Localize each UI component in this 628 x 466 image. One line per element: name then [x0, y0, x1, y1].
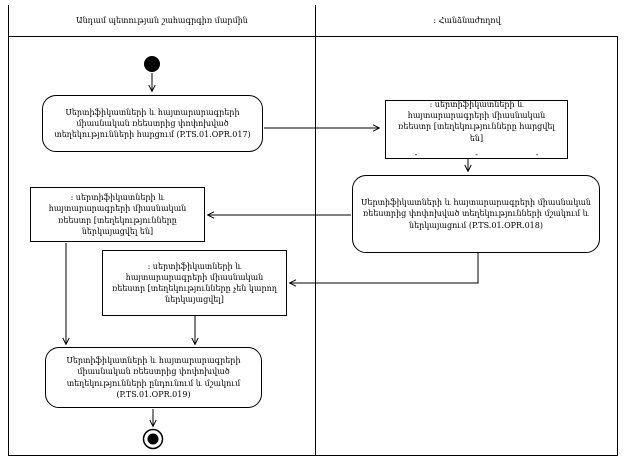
- swimlane-title: : Հանձնաժողով: [433, 16, 501, 25]
- swimlane-divider: [315, 5, 316, 456]
- object-label: : սերտիֆիկատների և հայտարարագրերի միասնա…: [398, 100, 555, 143]
- edge-opr018-to-object-not-presented: [290, 253, 479, 283]
- attribute-placeholder: -: [535, 149, 539, 159]
- object-attribute-row: - - -: [401, 149, 553, 160]
- activity-node-opr019: Սերտիֆիկատների և հայտարարագրերի միասնակա…: [45, 347, 262, 408]
- attribute-placeholder: -: [414, 149, 418, 159]
- activity-node-opr017: Սերտիֆիկատների և հայտարարագրերի միասնակա…: [42, 95, 263, 152]
- object-node-info-not-presented: : սերտիֆիկատների և հայտարարագրերի միասնա…: [102, 250, 287, 316]
- final-node: [147, 433, 159, 445]
- attribute-placeholder: -: [475, 149, 478, 159]
- object-node-info-requested: : սերտիֆիկատների և հայտարարագրերի միասնա…: [385, 100, 568, 159]
- activity-label: Սերտիֆիկատների և հայտարարագրերի միասնակա…: [66, 356, 241, 399]
- object-label: : սերտիֆիկատների և հայտարարագրերի միասնա…: [112, 261, 277, 305]
- swimlane-header-commission: : Հանձնաժողով: [316, 5, 618, 37]
- object-node-info-presented: : սերտիֆիկատների և հայտարարագրերի միասնա…: [30, 187, 205, 242]
- activity-label: Սերտիֆիկատների և հայտարարագրերի միասնակա…: [54, 107, 251, 140]
- object-label: : սերտիֆիկատների և հայտարարագրերի միասնա…: [48, 193, 187, 236]
- final-node-ring: [142, 428, 164, 450]
- swimlane-title: Անդամ պետության շահագրգիռ մարմին: [76, 16, 248, 25]
- activity-label: Սերտիֆիկատների և հայտարարագրերի միասնակա…: [361, 198, 591, 230]
- swimlane-header-member-state: Անդամ պետության շահագրգիռ մարմին: [9, 5, 315, 37]
- initial-node: [144, 56, 160, 72]
- activity-node-opr018: Սերտիֆիկատների և հայտարարագրերի միասնակա…: [352, 175, 600, 253]
